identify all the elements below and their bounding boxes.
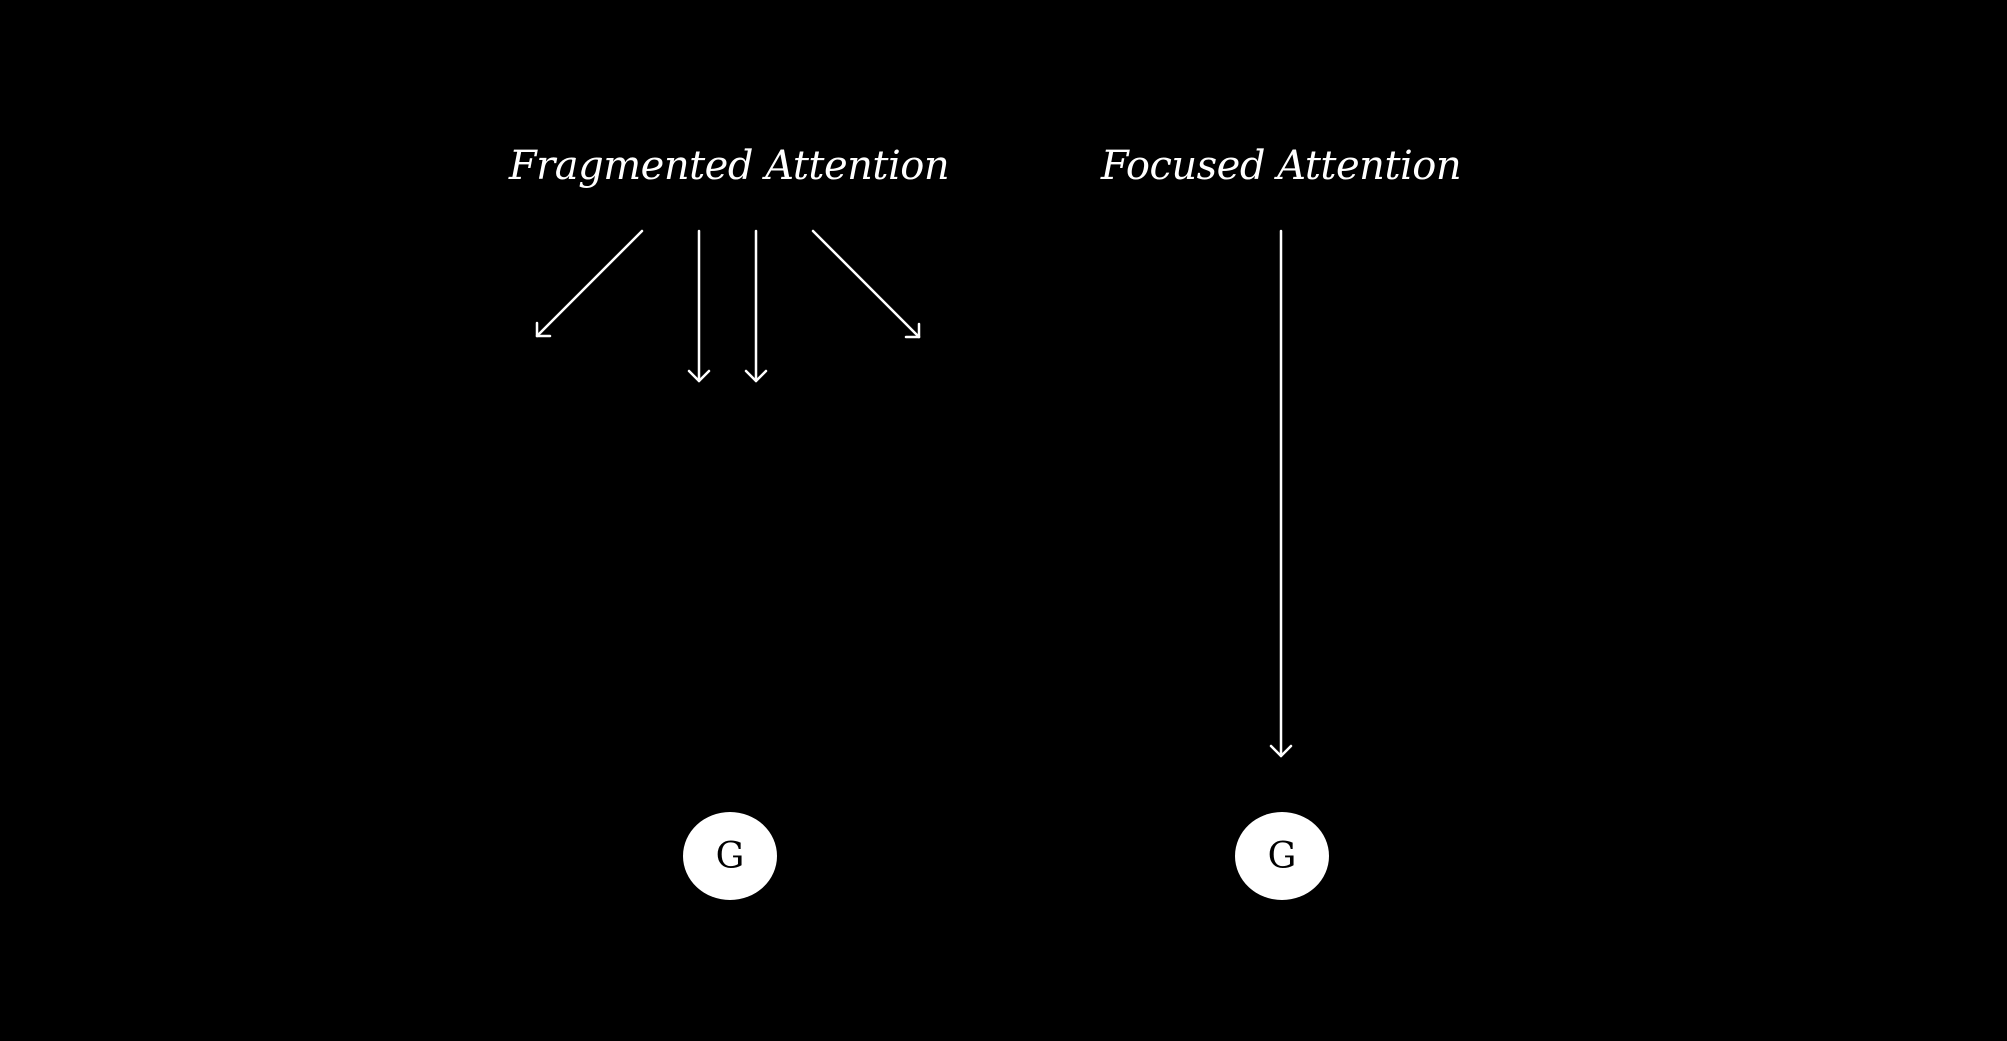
- fragmented-arrow-center-left: [687, 229, 711, 383]
- focused-arrow: [1269, 229, 1293, 758]
- focused-goal-node: G: [1235, 812, 1329, 900]
- focused-attention-heading: Focused Attention: [1100, 143, 1462, 189]
- fragmented-arrow-left: [535, 229, 644, 338]
- fragmented-attention-heading: Fragmented Attention: [508, 143, 950, 189]
- fragmented-arrow-center-right: [744, 229, 768, 383]
- fragmented-arrow-right: [811, 229, 921, 339]
- fragmented-goal-node: G: [683, 812, 777, 900]
